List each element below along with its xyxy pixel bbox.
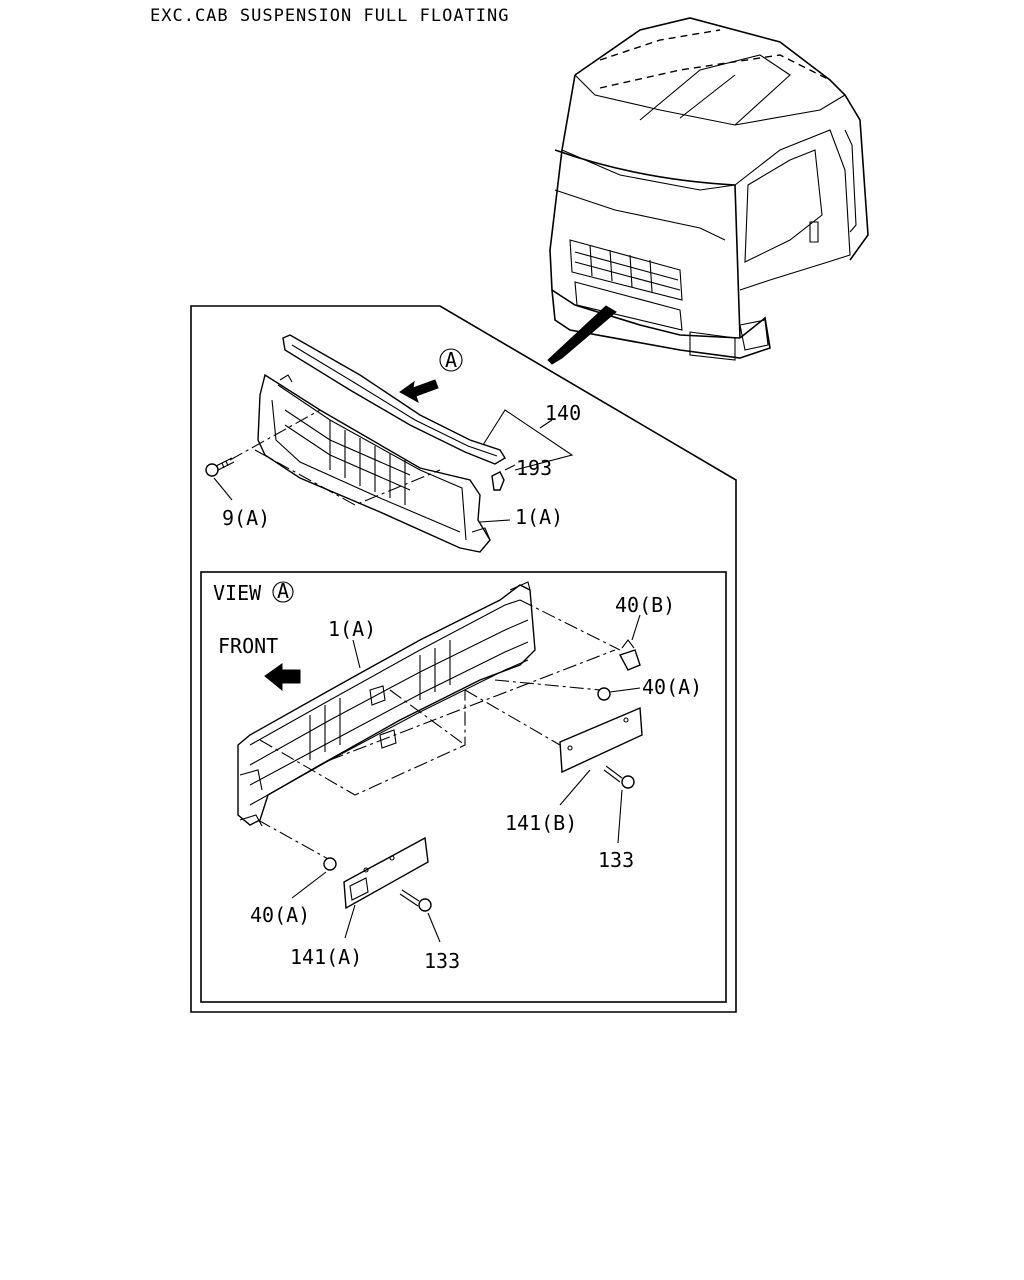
- nut-40a-left: [323, 857, 337, 871]
- label-193: 193: [516, 456, 552, 480]
- truck-cab-illustration: [547, 17, 869, 365]
- view-a-detail: VIEW A FRONT: [213, 579, 702, 973]
- label-141a: 141(A): [290, 945, 362, 969]
- front-label: FRONT: [218, 634, 278, 658]
- view-a-frame: [200, 571, 727, 1003]
- bracket-141b: [559, 706, 643, 774]
- nut-40a-right: [597, 687, 611, 701]
- screw-133-right: [603, 765, 635, 789]
- view-a-circle: [439, 348, 463, 372]
- screw-9a: [205, 457, 235, 477]
- grille-1a: [257, 373, 491, 553]
- label-40a-left: 40(A): [250, 903, 310, 927]
- label-141b: 141(B): [505, 811, 577, 835]
- bracket-141a: [343, 836, 429, 910]
- grille-rear-1a: [237, 584, 536, 826]
- screw-133-left: [399, 889, 432, 912]
- view-a-marker: A: [445, 348, 457, 372]
- label-40b: 40(B): [615, 593, 675, 617]
- label-140: 140: [545, 401, 581, 425]
- front-arrow: [264, 663, 301, 692]
- view-a-label: VIEW: [213, 581, 262, 605]
- molding-strip-140: [282, 334, 506, 465]
- grille-exploded-view: A 140 193 9(A) 1(A): [205, 334, 581, 553]
- label-133-right: 133: [598, 848, 634, 872]
- view-direction-arrow: [399, 379, 439, 404]
- label-1a-view: 1(A): [328, 617, 376, 641]
- label-133-left: 133: [424, 949, 460, 973]
- clip-40b: [618, 639, 641, 671]
- view-a-label-circle: [272, 581, 294, 603]
- diagram-title: EXC.CAB SUSPENSION FULL FLOATING: [150, 6, 510, 26]
- label-9a: 9(A): [222, 506, 270, 530]
- clip-193: [491, 471, 505, 491]
- label-1a-top: 1(A): [515, 505, 563, 529]
- detail-frame: [190, 305, 737, 1013]
- view-a-label-marker: A: [277, 579, 289, 603]
- label-40a-right: 40(A): [642, 675, 702, 699]
